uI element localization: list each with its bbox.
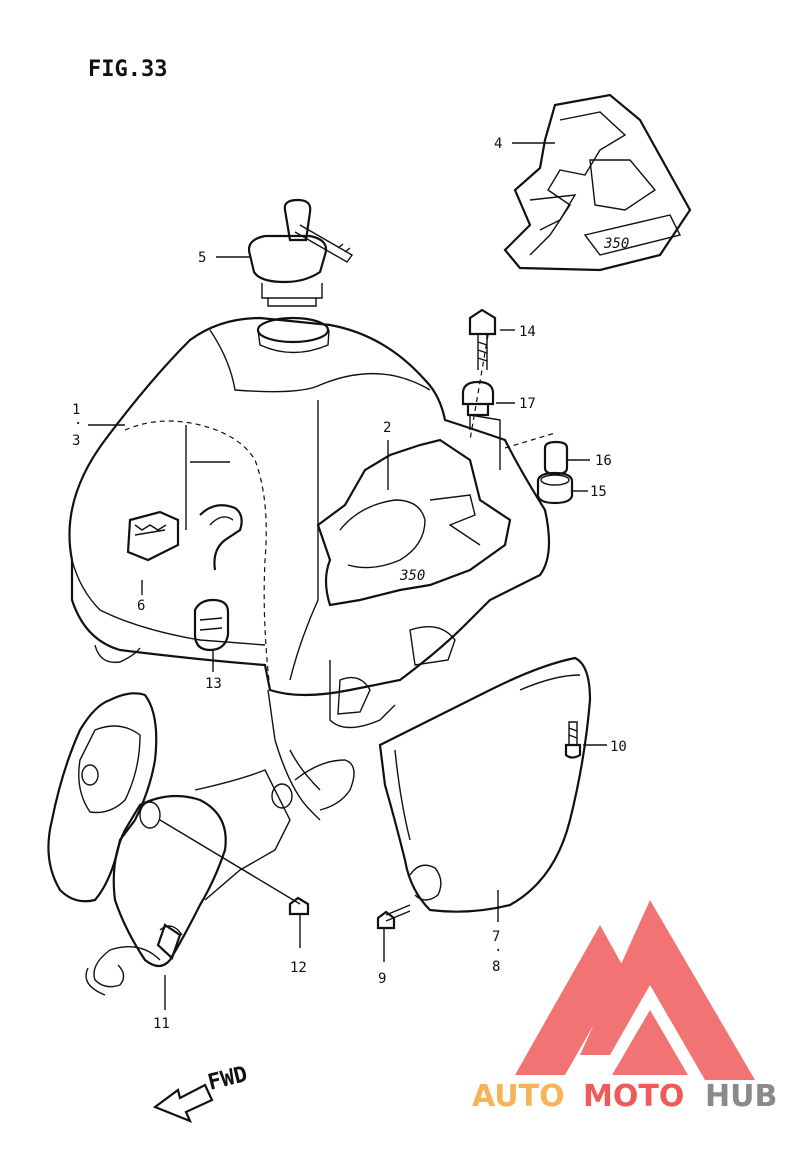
watermark-text-moto: MOTO (583, 1079, 684, 1114)
callout-7-separator: · (494, 943, 502, 959)
fwd-label: FWD (205, 1062, 250, 1096)
grommet-17 (461, 380, 495, 417)
callout-5: 5 (198, 250, 206, 266)
callout-13: 13 (205, 676, 222, 692)
bolt-14 (468, 308, 497, 370)
callout-labels: 1 · 3 2 4 5 6 7 · 8 9 10 11 12 13 14 15 … (72, 136, 627, 1032)
watermark-text-hub: HUB (705, 1079, 777, 1114)
callout-16: 16 (595, 453, 612, 469)
watermark-logo (515, 900, 755, 1080)
side-cover-right (378, 656, 592, 913)
collar-16 (543, 440, 569, 476)
emblem-decal: 350 (503, 93, 692, 272)
screw-9 (376, 904, 411, 930)
callout-7: 7 (492, 929, 500, 945)
callout-9: 9 (378, 971, 386, 987)
fwd-arrow: FWD (152, 1062, 250, 1124)
tank-decal: 350 (316, 438, 512, 607)
callout-10: 10 (610, 739, 627, 755)
callout-17: 17 (519, 396, 536, 412)
emblem-text: 350 (603, 236, 629, 252)
tank-decal-text: 350 (399, 568, 425, 584)
callout-4: 4 (494, 136, 502, 152)
screw-10 (564, 721, 582, 759)
callout-1: 1 (72, 402, 80, 418)
screw-12 (288, 896, 310, 916)
callout-2: 2 (383, 420, 391, 436)
callout-1-separator: · (74, 416, 82, 432)
watermark-text-auto: AUTO (472, 1079, 565, 1114)
callout-6: 6 (137, 598, 145, 614)
fuel-tank (68, 316, 551, 821)
callout-3: 3 (72, 433, 80, 449)
leader-lines (88, 142, 607, 1010)
cushion-15 (536, 471, 574, 505)
callout-14: 14 (519, 324, 536, 340)
callout-11: 11 (153, 1016, 170, 1032)
watermark-triangle-icon (515, 900, 755, 1080)
callout-12: 12 (290, 960, 307, 976)
watermark-text: AUTO MOTO HUB (472, 1079, 777, 1114)
callout-15: 15 (590, 484, 607, 500)
side-cover-left (47, 692, 291, 996)
figure-title: FIG.33 (88, 57, 167, 82)
callout-8: 8 (492, 959, 500, 975)
fuel-cap (247, 198, 354, 307)
